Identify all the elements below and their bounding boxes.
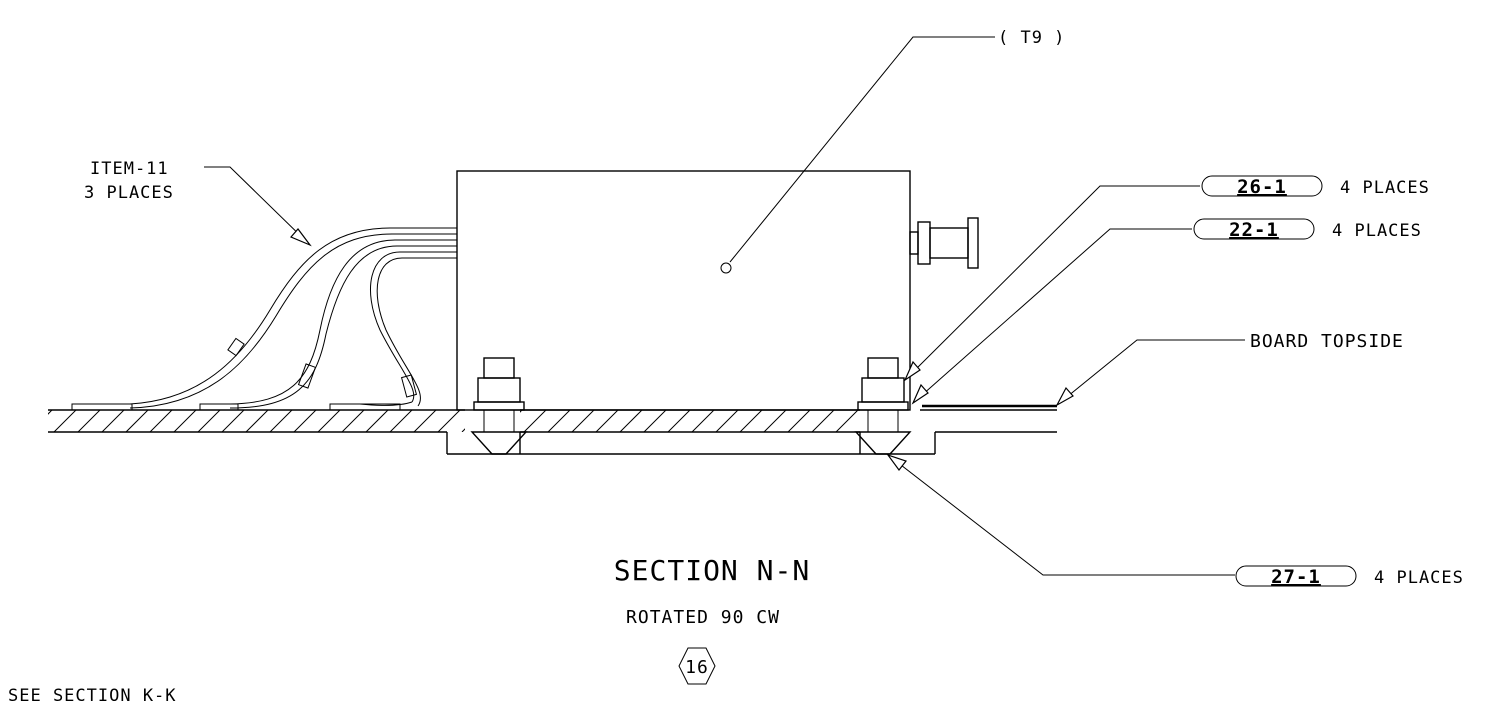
hatch-line — [461, 428, 465, 432]
callout-26-1-id: 26-1 — [1237, 176, 1287, 198]
hatch-line — [48, 410, 53, 415]
t9-label: ( T9 ) — [998, 28, 1065, 48]
section-title: SECTION N-N — [614, 554, 810, 587]
leader-27-1 — [886, 453, 1235, 576]
callout-27-1-id: 27-1 — [1271, 566, 1321, 588]
hatch-line — [523, 410, 547, 432]
leader-26-1 — [903, 185, 1200, 382]
hatch-line — [317, 410, 341, 432]
see-section-note: SEE SECTION K-K — [8, 686, 177, 706]
hatch-line — [835, 410, 859, 432]
hatch-line — [389, 410, 413, 432]
hatch-line — [739, 410, 763, 432]
hatch-line — [763, 410, 787, 432]
item11-label-line1: ITEM-11 — [90, 159, 169, 179]
hatch-line — [547, 410, 571, 432]
hatch-line — [643, 410, 667, 432]
hatch-line — [667, 410, 691, 432]
hatch-line — [125, 410, 149, 432]
leader-t9 — [729, 36, 995, 263]
callout-22-1: 22-1 4 PLACES — [1193, 218, 1422, 241]
board-hatch-left — [48, 410, 465, 432]
board-topside-label: BOARD TOPSIDE — [1250, 331, 1404, 352]
hatch-line — [595, 410, 619, 432]
callout-22-1-id: 22-1 — [1229, 219, 1279, 241]
t9-center-marker — [720, 262, 732, 274]
hatch-line — [269, 410, 293, 432]
fastener-right — [854, 357, 912, 455]
hatch-line — [437, 410, 461, 432]
callout-26-1: 26-1 4 PLACES — [1201, 175, 1430, 198]
rotated-note: ROTATED 90 CW — [626, 607, 780, 628]
hatch-line — [173, 410, 197, 432]
callout-27-1: 27-1 4 PLACES — [1235, 565, 1464, 588]
item11-label-line2: 3 PLACES — [84, 183, 174, 203]
wire-bundle — [71, 227, 457, 411]
callout-26-1-qty: 4 PLACES — [1340, 178, 1430, 198]
hatch-line — [520, 410, 523, 413]
hatch-line — [221, 410, 245, 432]
hatch-line — [293, 410, 317, 432]
fastener-left — [470, 357, 528, 455]
hatch-line — [101, 410, 125, 432]
callout-27-1-qty: 4 PLACES — [1374, 568, 1464, 588]
callout-22-1-qty: 4 PLACES — [1332, 221, 1422, 241]
hatch-line — [245, 410, 269, 432]
hatch-line — [149, 410, 173, 432]
sheet-reference-number: 16 — [685, 657, 709, 678]
leader-22-1 — [911, 228, 1192, 405]
sheet-reference-hexagon: 16 — [678, 647, 716, 685]
hatch-line — [413, 410, 437, 432]
support-plate — [446, 432, 936, 455]
hatch-line — [715, 410, 739, 432]
hatch-line — [197, 410, 221, 432]
connector — [909, 217, 979, 269]
board-hatch-middle — [520, 410, 860, 432]
t9-component-body — [456, 170, 911, 411]
hatch-line — [341, 410, 365, 432]
hatch-line — [365, 410, 389, 432]
leader-item11 — [204, 166, 312, 247]
leader-board-topside — [1055, 339, 1245, 407]
hatch-line — [811, 410, 835, 432]
hatch-line — [859, 431, 860, 432]
hatch-line — [571, 410, 595, 432]
hatch-line — [691, 410, 715, 432]
hatch-line — [619, 410, 643, 432]
hatch-line — [77, 410, 101, 432]
hatch-line — [53, 410, 77, 432]
hatch-line — [787, 410, 811, 432]
